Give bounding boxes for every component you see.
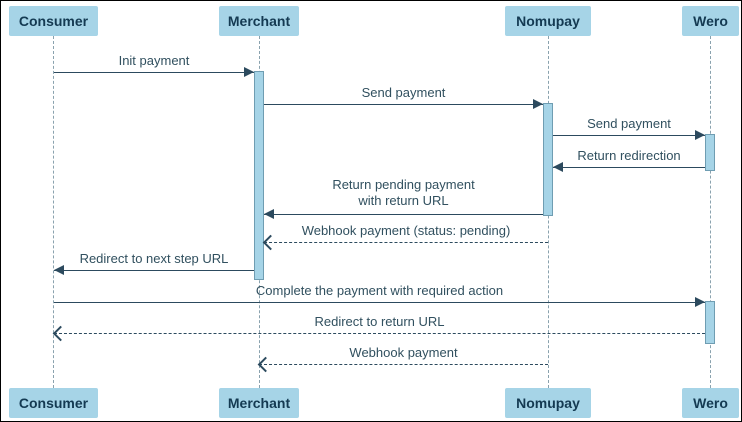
actor-nomupay-bottom: Nomupay: [505, 388, 591, 418]
message-label: Return pending payment with return URL: [332, 177, 475, 208]
arrowhead-icon: [54, 265, 64, 275]
actor-merchant-top: Merchant: [219, 6, 299, 36]
actor-consumer-top: Consumer: [9, 6, 98, 36]
activation-merchant: [254, 71, 264, 280]
message-line: [553, 135, 705, 136]
activation-wero-2: [705, 301, 715, 344]
message-label: Webhook payment: [349, 345, 458, 360]
activation-wero-1: [705, 134, 715, 171]
message-label: Redirect to return URL: [314, 314, 445, 329]
arrowhead-icon: [244, 67, 254, 77]
message-line: [54, 270, 254, 271]
arrowhead-icon: [553, 162, 563, 172]
message-line: [54, 333, 705, 334]
message-line: [264, 214, 543, 215]
message-line: [54, 72, 254, 73]
arrowhead-icon: [695, 297, 705, 307]
arrowhead-icon: [695, 130, 705, 140]
message-label: Complete the payment with required actio…: [255, 283, 504, 298]
message-line: [264, 242, 548, 243]
activation-nomupay: [543, 103, 553, 216]
message-label: Redirect to next step URL: [79, 251, 229, 266]
message-label: Return redirection: [577, 148, 681, 163]
actor-nomupay-top: Nomupay: [505, 6, 591, 36]
lifeline-wero: [710, 36, 711, 388]
message-line: [553, 167, 705, 168]
arrowhead-icon: [533, 99, 543, 109]
message-line: [264, 104, 543, 105]
actor-wero-bottom: Wero: [682, 388, 739, 418]
message-label: Send payment: [587, 116, 671, 131]
message-label: Send payment: [361, 85, 446, 100]
actor-wero-top: Wero: [682, 6, 739, 36]
message-label: Webhook payment (status: pending): [301, 223, 511, 238]
message-label: Init payment: [118, 53, 190, 68]
actor-merchant-bottom: Merchant: [219, 388, 299, 418]
message-line: [259, 364, 548, 365]
lifeline-consumer: [53, 36, 54, 388]
arrowhead-icon: [264, 209, 274, 219]
message-line: [54, 302, 705, 303]
actor-consumer-bottom: Consumer: [9, 388, 98, 418]
